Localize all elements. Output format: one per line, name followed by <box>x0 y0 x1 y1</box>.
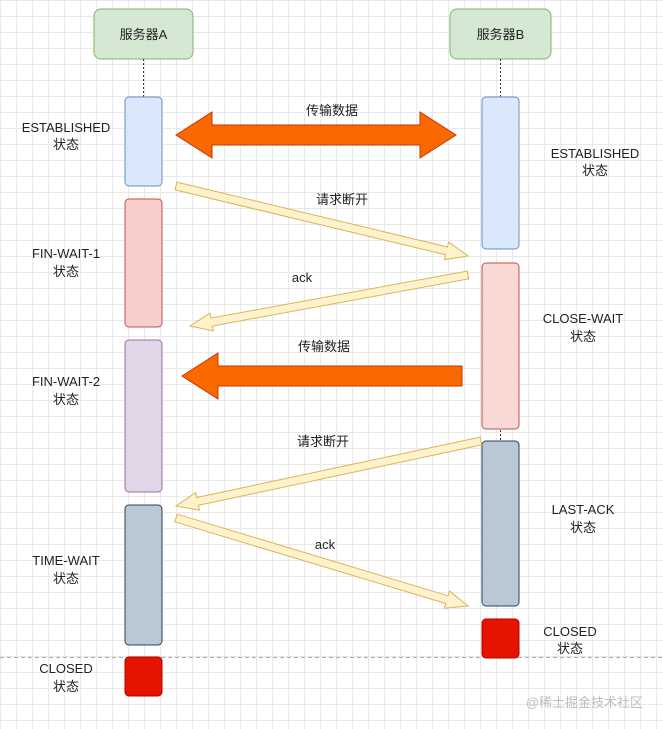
b-state-established-suffix: 状态 <box>582 163 608 178</box>
fin-arrow-a-to-b-1[interactable] <box>174 181 470 261</box>
b-state-last-ack-suffix: 状态 <box>570 520 596 535</box>
a-state-established-suffix: 状态 <box>53 137 79 152</box>
server-a-box[interactable]: 服务器A <box>93 8 194 60</box>
msg-fin-1: 请求断开 <box>316 192 368 207</box>
a-state-closed-suffix: 状态 <box>53 679 79 694</box>
server-a-label: 服务器A <box>120 27 168 42</box>
a-state-fin-wait-1: FIN-WAIT-1 <box>32 246 100 261</box>
a-established-bar[interactable] <box>124 96 163 187</box>
a-closed-bar[interactable] <box>124 656 163 697</box>
b-close-wait-bar[interactable] <box>481 262 520 430</box>
a-fin-wait-1-bar[interactable] <box>124 198 163 328</box>
a-state-closed: CLOSED <box>39 661 92 676</box>
b-state-closed: CLOSED <box>543 624 596 639</box>
transfer-arrow-bidirectional[interactable] <box>175 111 457 159</box>
b-state-last-ack: LAST-ACK <box>552 502 615 517</box>
b-state-established: ESTABLISHED <box>551 146 640 161</box>
a-state-established: ESTABLISHED <box>22 120 111 135</box>
ack-arrow-a-to-b-2[interactable] <box>174 513 470 609</box>
b-last-ack-bar[interactable] <box>481 440 520 607</box>
b-established-bar[interactable] <box>481 96 520 250</box>
a-time-wait-bar[interactable] <box>124 504 163 646</box>
msg-transfer-2: 传输数据 <box>298 339 350 354</box>
a-state-time-wait: TIME-WAIT <box>32 553 99 568</box>
b-state-close-wait: CLOSE-WAIT <box>543 311 623 326</box>
watermark: @稀土掘金技术社区 <box>526 695 643 710</box>
a-state-time-wait-suffix: 状态 <box>53 571 79 586</box>
b-state-closed-suffix: 状态 <box>557 641 583 656</box>
b-state-close-wait-suffix: 状态 <box>570 329 596 344</box>
msg-transfer-1: 传输数据 <box>306 103 358 118</box>
server-b-box[interactable]: 服务器B <box>449 8 552 60</box>
transfer-arrow-b-to-a[interactable] <box>181 352 463 400</box>
a-state-fin-wait-1-suffix: 状态 <box>53 264 79 279</box>
a-state-fin-wait-2-suffix: 状态 <box>53 392 79 407</box>
b-closed-bar[interactable] <box>481 618 520 659</box>
msg-fin-2: 请求断开 <box>297 434 349 449</box>
a-fin-wait-2-bar[interactable] <box>124 339 163 493</box>
fin-arrow-b-to-a-2[interactable] <box>174 436 483 511</box>
a-state-fin-wait-2: FIN-WAIT-2 <box>32 374 100 389</box>
msg-ack-2: ack <box>315 537 336 552</box>
server-b-label: 服务器B <box>477 27 525 42</box>
ack-arrow-b-to-a-1[interactable] <box>188 270 470 332</box>
msg-ack-1: ack <box>292 270 313 285</box>
